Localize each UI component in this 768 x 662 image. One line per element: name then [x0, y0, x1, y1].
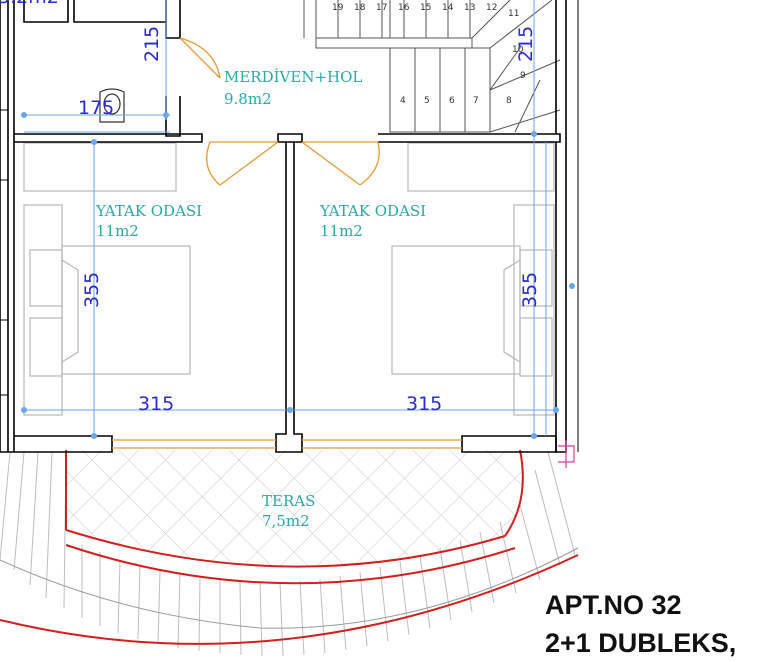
- svg-text:8: 8: [506, 96, 512, 106]
- staircase: [303, 0, 561, 133]
- dimension-lines: [21, 0, 575, 439]
- dim-bedroom-right-width: 315: [406, 393, 442, 415]
- terrace-name: TERAS: [262, 492, 315, 510]
- svg-text:10: 10: [512, 45, 524, 55]
- dim-bedroom-left-height: 355: [81, 272, 103, 308]
- headboard-left: [23, 204, 63, 416]
- pillow-left: [61, 259, 79, 363]
- dim-bedroom-right-height: 355: [519, 272, 541, 308]
- nightstand-left-top: [29, 249, 63, 307]
- terrace-edge: [0, 547, 579, 629]
- dim-wc-height: 215: [141, 26, 163, 62]
- svg-text:7: 7: [473, 96, 479, 106]
- bed-left: [61, 245, 191, 375]
- hall-name: MERDİVEN+HOL: [224, 68, 362, 86]
- bedroom-left-name: YATAK ODASI: [95, 202, 202, 220]
- svg-text:6: 6: [449, 96, 455, 106]
- bedroom-right-name: YATAK ODASI: [319, 202, 426, 220]
- hall-area: 9.8m2: [224, 90, 272, 108]
- magenta-markers: [558, 440, 575, 468]
- svg-text:9: 9: [520, 71, 526, 81]
- svg-text:17: 17: [376, 3, 387, 13]
- door-wc: [179, 37, 221, 79]
- walls: [0, 0, 579, 453]
- dim-bedroom-left-width: 315: [138, 393, 174, 415]
- svg-text:15: 15: [420, 3, 431, 13]
- terrace-rail-mid: [65, 544, 516, 585]
- svg-text:16: 16: [398, 3, 410, 13]
- furniture: [23, 88, 555, 416]
- stair-step-numbers: 4 5 6 7 8 9 10 11 12 13 14 15 16 17 18 1…: [332, 3, 526, 106]
- terrace-rail-outer: [0, 554, 579, 645]
- bed-right: [391, 245, 521, 375]
- toilet: [99, 88, 125, 123]
- terrace-paving: [66, 450, 523, 567]
- terrace-rail-inner: [65, 529, 506, 568]
- nightstand-right-top: [519, 249, 553, 307]
- svg-text:12: 12: [486, 3, 497, 13]
- doors: [179, 37, 380, 186]
- bedroom-right-area: 11m2: [320, 222, 363, 240]
- svg-text:14: 14: [442, 3, 454, 13]
- door-bedroom-left: [206, 141, 279, 186]
- svg-text:19: 19: [332, 3, 344, 13]
- svg-text:13: 13: [464, 3, 475, 13]
- nightstand-left-bottom: [29, 317, 63, 377]
- door-bedroom-right: [301, 141, 380, 186]
- pillow-right: [503, 259, 521, 363]
- terrace: [0, 449, 579, 657]
- top-area-label: 3.2m2: [0, 0, 59, 8]
- svg-text:11: 11: [508, 9, 519, 19]
- svg-text:5: 5: [424, 96, 430, 106]
- nightstand-right-bottom: [519, 317, 553, 377]
- dim-stair-height: 215: [515, 26, 537, 62]
- svg-text:4: 4: [400, 96, 406, 106]
- apartment-number: APT.NO 32: [545, 590, 682, 620]
- apartment-type: 2+1 DUBLEKS,: [545, 628, 737, 658]
- stair-landing-rail: [315, 37, 473, 49]
- terrace-area: 7,5m2: [262, 512, 310, 530]
- svg-text:18: 18: [354, 3, 366, 13]
- wardrobe-right: [407, 142, 555, 192]
- wardrobe-left: [23, 142, 177, 192]
- bedroom-left-area: 11m2: [96, 222, 139, 240]
- dim-wc-width: 175: [78, 97, 114, 119]
